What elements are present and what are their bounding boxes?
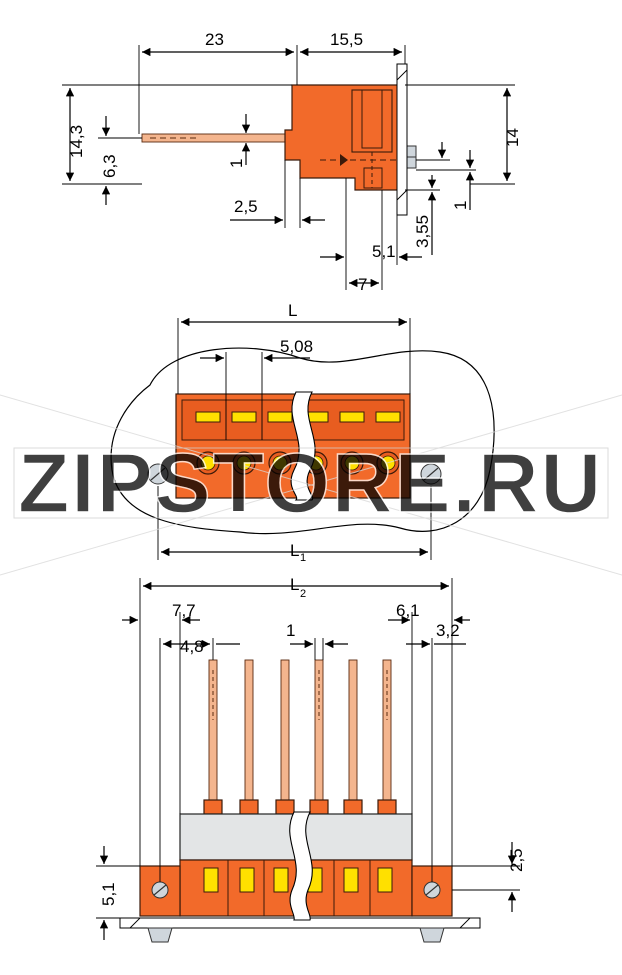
dim-5-08: 5,08 bbox=[280, 337, 313, 356]
front-break-line bbox=[289, 811, 313, 921]
clamp-slot bbox=[267, 411, 293, 423]
dim-5-1-side: 5,1 bbox=[372, 242, 396, 261]
front-slot bbox=[377, 867, 393, 893]
dim-1-right: 1 bbox=[451, 201, 470, 210]
dim-L2-subscript: 2 bbox=[300, 588, 306, 600]
dim-3-55: 3,55 bbox=[413, 215, 432, 248]
top-entry-row bbox=[196, 451, 400, 475]
dim-L1-subscript: 1 bbox=[300, 552, 306, 564]
front-pin bbox=[348, 659, 358, 801]
front-pin bbox=[280, 659, 290, 801]
dim-7: 7 bbox=[358, 275, 367, 294]
watermark: ZIPSTORE.RU bbox=[0, 394, 622, 576]
front-slot bbox=[273, 867, 289, 893]
top-clamp-row bbox=[195, 411, 401, 423]
top-view: L 5,08 L 1 bbox=[110, 301, 495, 564]
break-line bbox=[290, 391, 316, 501]
panel-cutout-outline bbox=[110, 347, 495, 535]
front-slot-row bbox=[203, 867, 393, 893]
front-pin-row bbox=[208, 659, 392, 801]
dim-2-5-side: 2,5 bbox=[234, 197, 258, 216]
dim-23: 23 bbox=[205, 30, 224, 49]
dim-1-pin: 1 bbox=[227, 159, 246, 168]
front-view: L 2 7,7 4,8 1 6,1 3,2 2,5 bbox=[96, 575, 526, 943]
clamp-slot bbox=[375, 411, 401, 423]
front-pin bbox=[244, 659, 254, 801]
dim-5-1-front: 5,1 bbox=[99, 882, 118, 906]
dim-L2: L bbox=[290, 575, 299, 594]
dim-2-5-front: 2,5 bbox=[507, 848, 526, 872]
clamp-slot bbox=[339, 411, 365, 423]
dim-14: 14 bbox=[503, 128, 522, 147]
dim-L1: L bbox=[290, 541, 299, 560]
dim-3-2: 3,2 bbox=[436, 621, 460, 640]
watermark-text: ZIPSTORE.RU bbox=[18, 436, 603, 530]
side-view: 23 15,5 14,3 6,3 1 14 1 2,5 bbox=[62, 30, 522, 294]
clamp-slot bbox=[231, 411, 257, 423]
dim-L: L bbox=[288, 301, 297, 320]
side-housing bbox=[284, 84, 406, 191]
clamp-slot bbox=[195, 411, 221, 423]
dim-14-3: 14,3 bbox=[67, 125, 86, 158]
dim-6-3: 6,3 bbox=[100, 154, 119, 178]
front-slot bbox=[203, 867, 219, 893]
dim-6-1: 6,1 bbox=[396, 601, 420, 620]
dim-1-front: 1 bbox=[286, 621, 295, 640]
front-slot bbox=[239, 867, 255, 893]
dim-15-5: 15,5 bbox=[330, 30, 363, 49]
dim-4-8: 4,8 bbox=[180, 637, 204, 656]
front-slot bbox=[343, 867, 359, 893]
dim-7-7: 7,7 bbox=[172, 601, 196, 620]
